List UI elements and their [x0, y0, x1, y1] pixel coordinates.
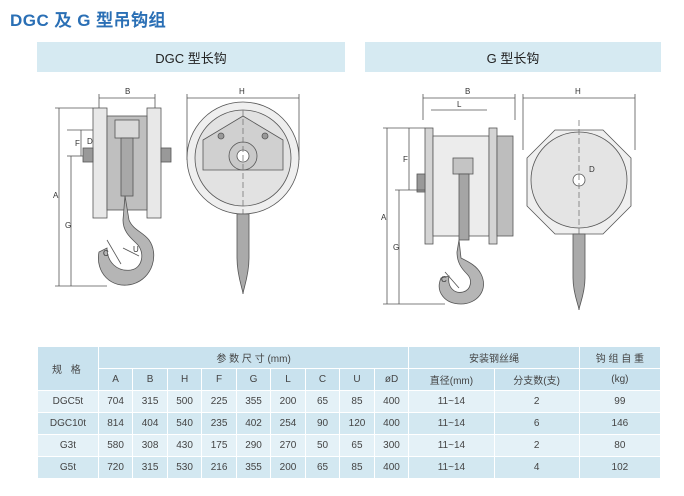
axle-end-right: [160, 147, 172, 163]
pulley-plate-right: [146, 107, 162, 219]
hook-body: [97, 195, 155, 286]
group-header-params: 参 数 尺 寸 (mm): [97, 346, 410, 369]
svg-text:L: L: [457, 100, 462, 109]
svg-text:F: F: [75, 139, 80, 148]
svg-text:C: C: [103, 249, 109, 258]
col-header-weight: 钩 组 自 重: [578, 346, 662, 369]
col-header-spec: 规 格: [37, 346, 99, 391]
panel-title-g: G 型长钩: [365, 42, 661, 72]
table-row: G3t 580 308 430 175 290 270 50 65 300 11…: [37, 434, 662, 457]
col-header-u: U: [339, 368, 375, 391]
panel-title-dgc: DGC 型长钩: [37, 42, 345, 72]
nut: [452, 157, 474, 175]
table-row: DGC10t 814 404 540 235 402 254 90 120 40…: [37, 412, 662, 435]
hook-shank: [120, 137, 134, 197]
svg-text:U: U: [133, 245, 139, 254]
svg-text:D: D: [87, 137, 93, 146]
axle-end: [416, 173, 426, 193]
dim-line-u: [122, 247, 140, 257]
col-header-a: A: [97, 368, 134, 391]
col-header-branches: 分支数(支): [493, 368, 580, 391]
svg-text:H: H: [239, 87, 245, 96]
svg-text:A: A: [381, 213, 387, 222]
table-row: DGC5t 704 315 500 225 355 200 65 85 400 …: [37, 390, 662, 413]
crosshead: [114, 119, 140, 139]
hook-shank: [458, 173, 470, 241]
hook-body: [438, 239, 484, 305]
col-header-c: C: [304, 368, 341, 391]
table-row: G5t 720 315 530 216 355 200 65 85 400 11…: [37, 456, 662, 479]
col-header-f: F: [201, 368, 237, 391]
dim-line-c: [106, 239, 122, 265]
side-plate-right: [488, 127, 498, 245]
svg-text:A: A: [53, 191, 59, 200]
pulley-plate-left: [92, 107, 108, 219]
group-header-rope: 安装钢丝绳: [408, 346, 580, 369]
svg-text:G: G: [393, 243, 399, 252]
svg-text:G: G: [65, 221, 71, 230]
spec-table: 规 格 参 数 尺 寸 (mm) 安装钢丝绳 钩 组 自 重 A B H F G…: [37, 346, 662, 479]
svg-text:D: D: [589, 165, 595, 174]
col-header-g: G: [235, 368, 272, 391]
page-title: DGC 及 G 型吊钩组: [10, 11, 167, 30]
col-header-rope-dia: 直径(mm): [408, 368, 495, 391]
hook-front: [236, 213, 250, 295]
svg-text:B: B: [465, 87, 470, 96]
svg-text:B: B: [125, 87, 130, 96]
col-header-b: B: [132, 368, 168, 391]
col-header-l: L: [270, 368, 306, 391]
hook-front: [572, 233, 586, 311]
sheave: [496, 135, 514, 237]
g-hook-drawing: B L H A G F C D: [381, 87, 636, 311]
svg-text:C: C: [441, 275, 447, 284]
side-plate-left: [424, 127, 434, 245]
dgc-hook-drawing: B H A G F C U D: [53, 87, 300, 295]
col-header-weight-unit: (kg): [578, 368, 662, 391]
col-header-h: H: [166, 368, 203, 391]
svg-text:H: H: [575, 87, 581, 96]
axle-end-left: [82, 147, 94, 163]
col-header-d: øD: [373, 368, 410, 391]
dim-line-c: [444, 271, 460, 289]
svg-text:F: F: [403, 155, 408, 164]
